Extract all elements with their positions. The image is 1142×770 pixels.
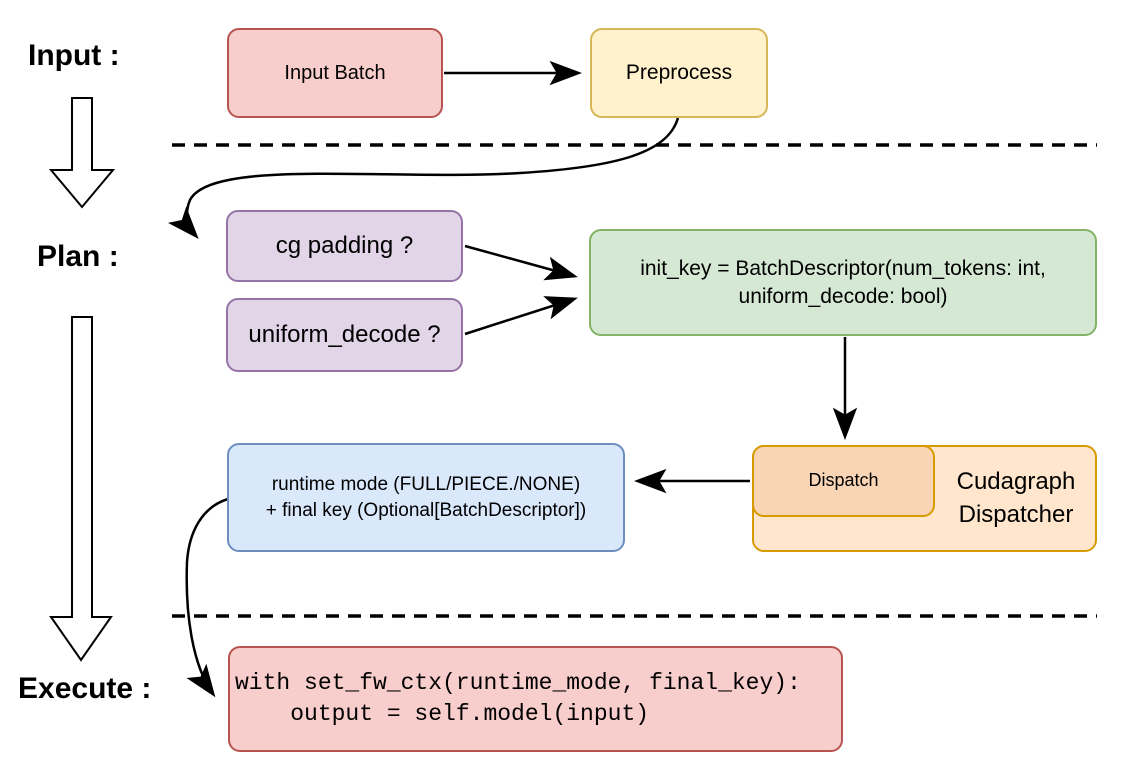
node-input-batch: Input Batch — [227, 28, 443, 118]
cudagraph-dispatcher-line1: Cudagraph — [956, 468, 1076, 496]
node-preprocess-label: Preprocess — [625, 61, 733, 85]
hollow-arrow-input-to-plan — [48, 97, 116, 209]
arrow-runtimemode-to-execute — [185, 497, 229, 698]
node-dispatch-label: Dispatch — [808, 470, 879, 491]
hollow-arrow-plan-to-execute — [49, 316, 113, 662]
node-runtime-mode: runtime mode (FULL/PIECE./NONE) + final … — [227, 443, 625, 552]
node-init-key-line1: init_key = BatchDescriptor(num_tokens: i… — [640, 256, 1046, 280]
execute-code-line2: output = self.model(input) — [235, 701, 650, 727]
node-dispatch: Dispatch — [752, 445, 935, 517]
node-init-key: init_key = BatchDescriptor(num_tokens: i… — [589, 229, 1097, 336]
node-uniform-decode: uniform_decode ? — [226, 298, 463, 372]
section-label-plan: Plan : — [37, 240, 119, 273]
arrow-uniformdecode-to-initkey — [464, 296, 578, 336]
node-runtime-mode-line1: runtime mode (FULL/PIECE./NONE) — [271, 474, 581, 496]
execute-code-line1: with set_fw_ctx(runtime_mode, final_key)… — [235, 669, 801, 696]
node-preprocess: Preprocess — [590, 28, 768, 118]
section-label-input: Input : — [28, 39, 120, 72]
node-cudagraph-dispatcher-label: Cudagraph Dispatcher — [935, 445, 1097, 552]
node-input-batch-label: Input Batch — [284, 61, 386, 84]
cudagraph-dispatcher-line2: Dispatcher — [958, 500, 1074, 528]
node-uniform-decode-label: uniform_decode ? — [248, 321, 441, 349]
arrow-preprocess-to-cgpadding — [168, 117, 680, 240]
node-cg-padding-label: cg padding ? — [275, 232, 414, 260]
section-label-execute: Execute : — [18, 672, 152, 705]
node-cg-padding: cg padding ? — [226, 210, 463, 282]
arrow-cgpadding-to-initkey — [464, 244, 578, 281]
node-execute-code: with set_fw_ctx(runtime_mode, final_key)… — [228, 646, 843, 752]
node-runtime-mode-line2: + final key (Optional[BatchDescriptor]) — [265, 499, 587, 521]
node-init-key-line2: uniform_decode: bool) — [738, 284, 948, 308]
